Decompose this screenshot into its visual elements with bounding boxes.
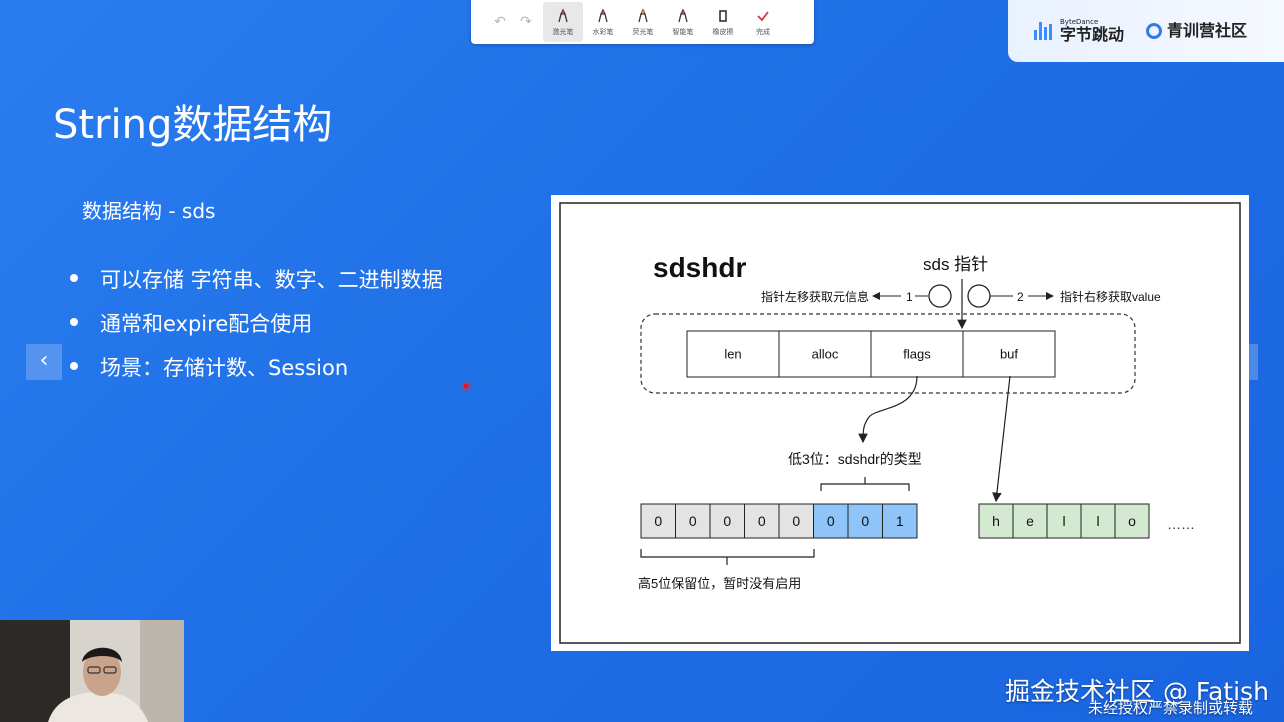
- flags-arrow: [858, 375, 918, 444]
- right-num: 2: [1017, 290, 1024, 304]
- tool-check[interactable]: 完成: [743, 2, 783, 42]
- sds-diagram-svg: sdshdr sds 指针 指针左移获取元信息 1 2 指针右移获取value …: [559, 202, 1241, 644]
- annotation-toolbar: ↶ ↷ 激光笔 水彩笔 荧光笔 智能笔 橡皮擦 完成: [471, 0, 814, 44]
- left-pointer-circle: [928, 284, 952, 308]
- buf-ellipsis: ……: [1167, 516, 1195, 532]
- char-label: e: [1026, 513, 1034, 529]
- bytedance-cn: 字节跳动: [1060, 25, 1125, 44]
- field-label: flags: [903, 347, 931, 362]
- bytedance-logo: ByteDance 字节跳动: [1034, 18, 1124, 44]
- highlighter-icon: [638, 8, 648, 22]
- char-label: l: [1062, 513, 1065, 529]
- tool-watercolor-pen[interactable]: 水彩笔: [583, 2, 623, 42]
- bit-box: [640, 503, 676, 539]
- sdshdr-title: sdshdr: [653, 252, 746, 283]
- tool-smart-pen[interactable]: 智能笔: [663, 2, 703, 42]
- bullet-dot: [70, 362, 78, 370]
- tool-label: 完成: [756, 27, 770, 36]
- char-box: [1080, 503, 1116, 539]
- slide-subtitle: 数据结构 - sds: [82, 199, 216, 223]
- char-label: h: [992, 513, 1000, 529]
- bytedance-bars-icon: [1034, 22, 1054, 40]
- bit-label: 0: [689, 513, 697, 529]
- bullet-item: 可以存储 字符串、数字、二进制数据: [70, 264, 443, 308]
- left-move-label: 指针左移获取元信息: [761, 289, 869, 304]
- laser-pointer-dot: [463, 383, 469, 389]
- tool-label: 智能笔: [672, 27, 694, 36]
- tool-label: 橡皮擦: [712, 27, 734, 36]
- eraser-icon: [719, 9, 727, 22]
- watermark-main: 掘金技术社区 @ Fatish: [1005, 677, 1269, 706]
- field-label: buf: [1000, 347, 1018, 362]
- bullet-list: 可以存储 字符串、数字、二进制数据 通常和expire配合使用 场景：存储计数、…: [70, 264, 443, 396]
- flag-bits: 0 0 0 0 0 0 0 1: [640, 503, 918, 539]
- diagram-frame: [559, 202, 1241, 644]
- bullet-item: 通常和expire配合使用: [70, 308, 443, 352]
- low-bits-brace: [820, 483, 910, 491]
- bit-box: [675, 503, 711, 539]
- smart-pen-icon: [678, 8, 688, 22]
- check-icon: [757, 10, 769, 21]
- char-label: l: [1096, 513, 1099, 529]
- bytedance-en: ByteDance: [1060, 18, 1099, 26]
- bit-box: [744, 503, 780, 539]
- slide-title: String数据结构: [53, 102, 333, 148]
- tool-label: 水彩笔: [592, 27, 614, 36]
- char-box: [1012, 503, 1048, 539]
- bullet-item: 场景：存储计数、Session: [70, 352, 443, 396]
- bit-label: 0: [861, 513, 869, 529]
- camp-ring-icon: [1146, 23, 1163, 39]
- bit-label: 0: [792, 513, 800, 529]
- field-box: [686, 330, 780, 378]
- sdshdr-fields: len alloc flags buf: [686, 330, 1056, 378]
- camp-logo: 青训营社区: [1146, 22, 1247, 40]
- char-box: [1046, 503, 1082, 539]
- field-box: [778, 330, 872, 378]
- bit-label: 0: [654, 513, 662, 529]
- bullet-dot: [70, 318, 78, 326]
- bullet-dot: [70, 274, 78, 282]
- high-bits-brace: [640, 549, 815, 558]
- right-move-label: 指针右移获取value: [1060, 289, 1161, 304]
- tool-label: 荧光笔: [632, 27, 654, 36]
- left-num: 1: [906, 290, 913, 304]
- presenter-image: [0, 620, 184, 722]
- redo-icon[interactable]: ↷: [520, 14, 532, 30]
- bit-box: [813, 503, 849, 539]
- sdshdr-dashed-box: [640, 313, 1136, 394]
- webcam-video: [0, 620, 184, 722]
- bit-label: 1: [896, 513, 904, 529]
- char-box: [978, 503, 1014, 539]
- right-pointer-circle: [967, 284, 991, 308]
- bit-label: 0: [758, 513, 766, 529]
- field-label: alloc: [812, 347, 839, 362]
- bit-box: [882, 503, 918, 539]
- field-box: [962, 330, 1056, 378]
- field-box: [870, 330, 964, 378]
- bit-label: 0: [827, 513, 835, 529]
- low-bits-label: 低3位：sdshdr的类型: [788, 451, 922, 467]
- field-label: len: [724, 347, 741, 362]
- undo-icon[interactable]: ↶: [494, 14, 506, 30]
- bit-box: [847, 503, 883, 539]
- char-label: o: [1128, 513, 1136, 529]
- sds-diagram: sdshdr sds 指针 指针左移获取元信息 1 2 指针右移获取value …: [551, 195, 1249, 651]
- sds-pointer-label: sds 指针: [923, 255, 988, 274]
- brand-header: ByteDance 字节跳动 青训营社区: [1008, 0, 1284, 62]
- tool-eraser[interactable]: 橡皮擦: [703, 2, 743, 42]
- tool-laser-pen[interactable]: 激光笔: [543, 2, 583, 42]
- bit-label: 0: [723, 513, 731, 529]
- high-bits-label: 高5位保留位，暂时没有启用: [638, 576, 801, 591]
- char-box: [1114, 503, 1150, 539]
- watercolor-pen-icon: [598, 8, 608, 22]
- tool-label: 激光笔: [552, 27, 574, 36]
- tool-highlighter[interactable]: 荧光笔: [623, 2, 663, 42]
- prev-slide-button[interactable]: ‹: [26, 344, 62, 380]
- buf-arrow: [992, 375, 1011, 503]
- watermark-sub: 未经授权严禁录制或转载: [1088, 699, 1254, 717]
- laser-pen-icon: [558, 8, 568, 22]
- camp-name: 青训营社区: [1167, 21, 1248, 40]
